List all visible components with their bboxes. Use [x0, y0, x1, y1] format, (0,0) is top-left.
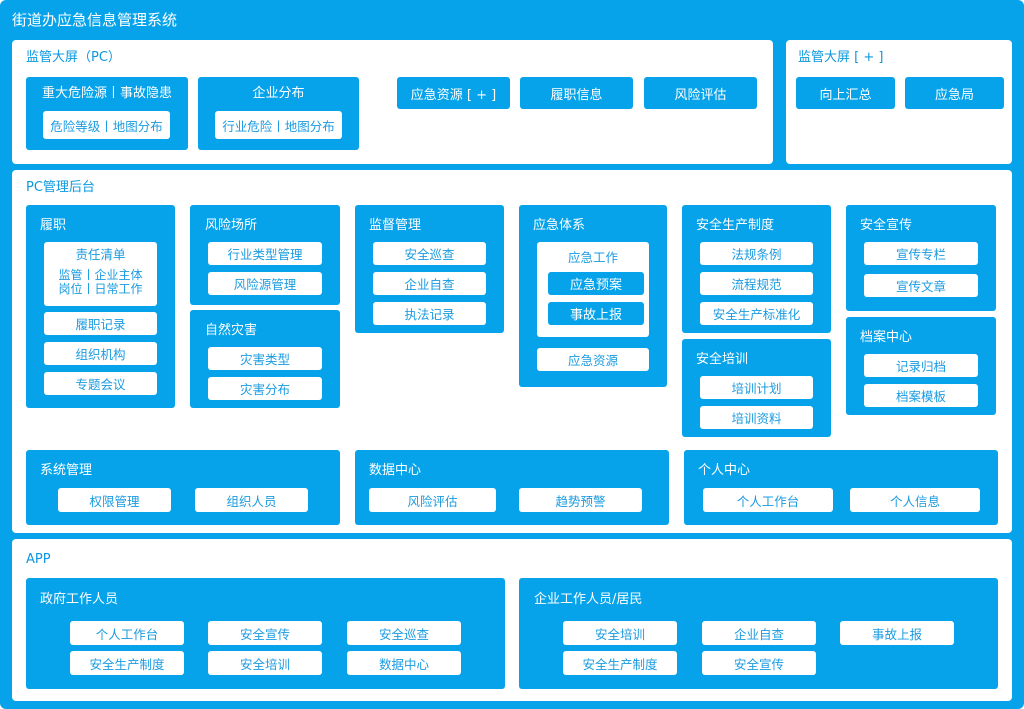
emergency-plan-button[interactable]: 应急预案: [548, 272, 644, 295]
training-plan-button[interactable]: 培训计划: [700, 376, 813, 399]
safety-publicity-title: 安全宣传: [860, 218, 913, 233]
ent-training-button[interactable]: 安全培训: [563, 621, 677, 645]
section-divider: [26, 442, 996, 444]
emergency-system-title: 应急体系: [533, 218, 586, 233]
duty-card-title: 履职: [40, 218, 67, 233]
gov-staff-title: 政府工作人员: [40, 592, 119, 607]
training-material-button[interactable]: 培训资料: [700, 406, 813, 429]
responsibility-list-title: 责任清单: [75, 247, 126, 262]
supervision-title: 监督管理: [369, 218, 422, 233]
safety-patrol-button[interactable]: 安全巡查: [373, 242, 486, 265]
safety-standardization-button[interactable]: 安全生产标准化: [700, 302, 813, 325]
system-management-title: 系统管理: [40, 463, 93, 478]
self-inspection-button[interactable]: 企业自查: [373, 272, 486, 295]
disaster-type-button[interactable]: 灾害类型: [208, 347, 322, 370]
ent-self-inspection-button[interactable]: 企业自查: [702, 621, 816, 645]
gov-publicity-button[interactable]: 安全宣传: [208, 621, 322, 645]
monitor-pc-title: 监管大屏（PC）: [26, 50, 121, 65]
enterprise-staff-title: 企业工作人员/居民: [534, 592, 643, 607]
emergency-resources-button[interactable]: 应急资源: [537, 348, 649, 371]
accident-report-button[interactable]: 事故上报: [548, 302, 644, 325]
publicity-article-button[interactable]: 宣传文章: [864, 274, 978, 297]
trend-warning-button[interactable]: 趋势预警: [519, 488, 642, 512]
ent-accident-report-button[interactable]: 事故上报: [840, 621, 954, 645]
gov-data-center-button[interactable]: 数据中心: [347, 651, 461, 675]
duty-info-button[interactable]: 履职信息: [520, 77, 633, 109]
emergency-resource-button[interactable]: 应急资源 [ + ]: [397, 77, 510, 109]
risk-source-button[interactable]: 风险源管理: [208, 272, 322, 295]
archive-center-title: 档案中心: [860, 330, 913, 345]
responsibility-line-2: 岗位丨日常工作: [58, 282, 143, 296]
process-spec-button[interactable]: 流程规范: [700, 272, 813, 295]
organization-staff-button[interactable]: 组织人员: [195, 488, 308, 512]
gov-safety-system-button[interactable]: 安全生产制度: [70, 651, 184, 675]
emergency-bureau-button[interactable]: 应急局: [905, 77, 1004, 109]
record-archive-button[interactable]: 记录归档: [864, 354, 978, 377]
responsibility-line-1: 监管丨企业主体: [58, 268, 143, 282]
ent-publicity-button[interactable]: 安全宣传: [702, 651, 816, 675]
duty-record-button[interactable]: 履职记录: [44, 312, 157, 335]
enforcement-record-button[interactable]: 执法记录: [373, 302, 486, 325]
data-center-title: 数据中心: [369, 463, 422, 478]
hazard-level-map-button[interactable]: 危险等级丨地图分布: [43, 111, 170, 139]
data-center-card: [355, 450, 669, 525]
personal-center-title: 个人中心: [698, 463, 751, 478]
archive-template-button[interactable]: 档案模板: [864, 384, 978, 407]
personal-info-button[interactable]: 个人信息: [850, 488, 980, 512]
ent-safety-system-button[interactable]: 安全生产制度: [563, 651, 677, 675]
summary-up-button[interactable]: 向上汇总: [796, 77, 895, 109]
permission-management-button[interactable]: 权限管理: [58, 488, 171, 512]
hazard-card-title: 重大危险源丨事故隐患: [41, 86, 172, 101]
industry-risk-map-button[interactable]: 行业危险丨地图分布: [215, 111, 342, 139]
risk-assessment-button[interactable]: 风险评估: [644, 77, 757, 109]
publicity-column-button[interactable]: 宣传专栏: [864, 242, 978, 265]
gov-workbench-button[interactable]: 个人工作台: [70, 621, 184, 645]
safety-training-title: 安全培训: [696, 352, 749, 367]
gov-training-button[interactable]: 安全培训: [208, 651, 322, 675]
enterprise-distribution-title: 企业分布: [252, 86, 305, 101]
responsibility-list-box[interactable]: [44, 242, 157, 306]
system-management-card: [26, 450, 340, 525]
organization-button[interactable]: 组织机构: [44, 342, 157, 365]
personal-center-card: [684, 450, 998, 525]
monitor-plus-title: 监管大屏 [ + ]: [798, 50, 884, 65]
regulations-button[interactable]: 法规条例: [700, 242, 813, 265]
safety-production-title: 安全生产制度: [696, 218, 775, 233]
personal-workbench-button[interactable]: 个人工作台: [703, 488, 833, 512]
topic-meeting-button[interactable]: 专题会议: [44, 372, 157, 395]
gov-patrol-button[interactable]: 安全巡查: [347, 621, 461, 645]
risk-place-title: 风险场所: [205, 218, 258, 233]
disaster-distribution-button[interactable]: 灾害分布: [208, 377, 322, 400]
data-risk-assessment-button[interactable]: 风险评估: [369, 488, 496, 512]
app-title: APP: [26, 552, 51, 567]
pc-admin-title: PC管理后台: [26, 180, 95, 195]
system-title: 街道办应急信息管理系统: [12, 11, 178, 29]
industry-type-button[interactable]: 行业类型管理: [208, 242, 322, 265]
emergency-work-title: 应急工作: [567, 250, 618, 265]
natural-disaster-title: 自然灾害: [205, 323, 258, 338]
